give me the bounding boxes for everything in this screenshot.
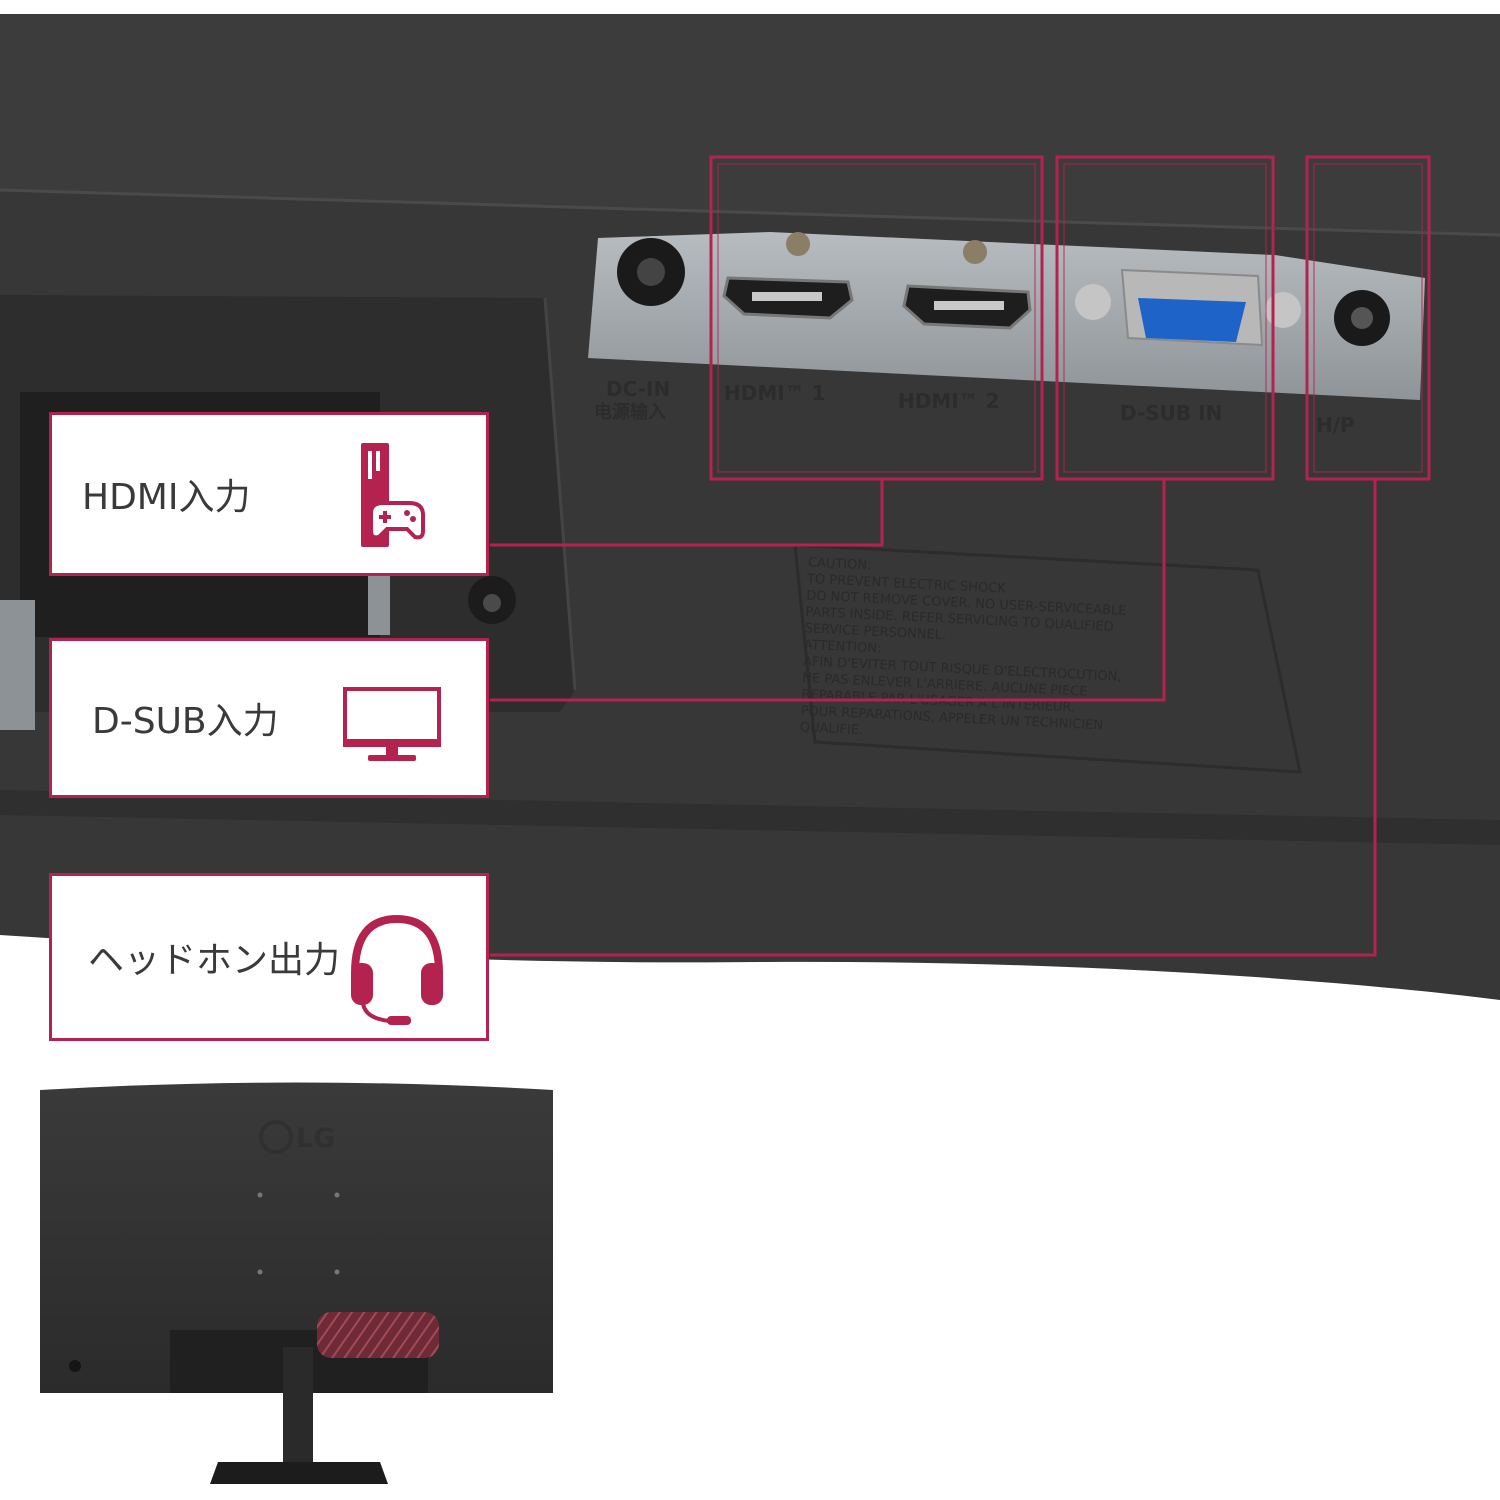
headphone-output-card: ヘッドホン出力 bbox=[49, 873, 489, 1041]
hdmi-highlight-box bbox=[709, 155, 1044, 481]
dc-in-jack-inner bbox=[637, 258, 665, 286]
dsub-screw-left bbox=[1075, 284, 1111, 320]
dsub-label: D-SUB IN bbox=[1120, 401, 1222, 425]
stand-block-edge bbox=[543, 297, 577, 691]
hp-connector-line bbox=[490, 479, 1377, 957]
hp-highlight-box bbox=[1305, 155, 1431, 481]
hdmi1-label: HDMI™ 1 bbox=[724, 381, 826, 405]
lg-logo-text: LG bbox=[296, 1123, 335, 1154]
dsub-connector bbox=[1138, 298, 1246, 342]
dsub-input-card: D-SUB入力 bbox=[49, 638, 489, 798]
dsub-screw-right bbox=[1265, 292, 1301, 328]
caution-line: SERVICE PERSONNEL. bbox=[804, 621, 946, 643]
hdmi-connector-line bbox=[490, 479, 884, 547]
lower-rim bbox=[0, 790, 1500, 845]
hdmi1-screw bbox=[786, 232, 810, 256]
hp-highlight-box-inner bbox=[1313, 163, 1423, 473]
vesa-hole bbox=[257, 1192, 263, 1198]
lg-logo-icon bbox=[259, 1120, 293, 1154]
headphone-output-label: ヘッドホン出力 bbox=[88, 940, 341, 981]
thumbnail-port-highlight bbox=[317, 1312, 439, 1358]
hdmi2-label: HDMI™ 2 bbox=[898, 389, 1000, 413]
vesa-hole bbox=[334, 1269, 340, 1275]
hdmi1-contact bbox=[752, 292, 822, 301]
thumbnail-button bbox=[69, 1360, 81, 1372]
hdmi-input-label: HDMI入力 bbox=[82, 477, 251, 518]
dsub-connector-line bbox=[490, 479, 1166, 702]
stand-screw bbox=[483, 594, 501, 612]
upper-band bbox=[0, 14, 1500, 235]
dc-in-label-cn: 电源输入 bbox=[594, 401, 666, 423]
caution-line: ATTENTION: bbox=[803, 638, 881, 657]
dc-in-label: DC-IN bbox=[606, 377, 670, 401]
vesa-hole bbox=[257, 1269, 263, 1275]
thumbnail-stand-neck bbox=[283, 1347, 313, 1472]
headset-icon bbox=[351, 914, 443, 1025]
caution-line: CAUTION: bbox=[808, 555, 872, 573]
game-console-icon bbox=[361, 443, 425, 547]
hp-jack-inner bbox=[1351, 307, 1373, 329]
caution-plate bbox=[793, 543, 1302, 774]
monitor-rear-thumbnail: LG bbox=[40, 1082, 553, 1484]
cable-clip-rail-left bbox=[0, 600, 35, 730]
hdmi2-screw bbox=[963, 240, 987, 264]
dsub-input-label: D-SUB入力 bbox=[92, 701, 279, 742]
vesa-hole bbox=[334, 1192, 340, 1198]
caution-line: QUALIFIE. bbox=[799, 720, 863, 738]
cable-clip-rail bbox=[368, 575, 390, 635]
hdmi-highlight-box-inner bbox=[717, 163, 1036, 473]
bezel-edge bbox=[0, 188, 1500, 237]
hdmi-input-card: HDMI入力 bbox=[49, 412, 489, 576]
hdmi2-contact bbox=[934, 301, 1004, 310]
thumbnail-stand-base bbox=[210, 1462, 388, 1484]
hp-label: H/P bbox=[1316, 413, 1355, 437]
monitor-icon bbox=[343, 687, 441, 761]
dsub-highlight-box-inner bbox=[1063, 163, 1267, 473]
